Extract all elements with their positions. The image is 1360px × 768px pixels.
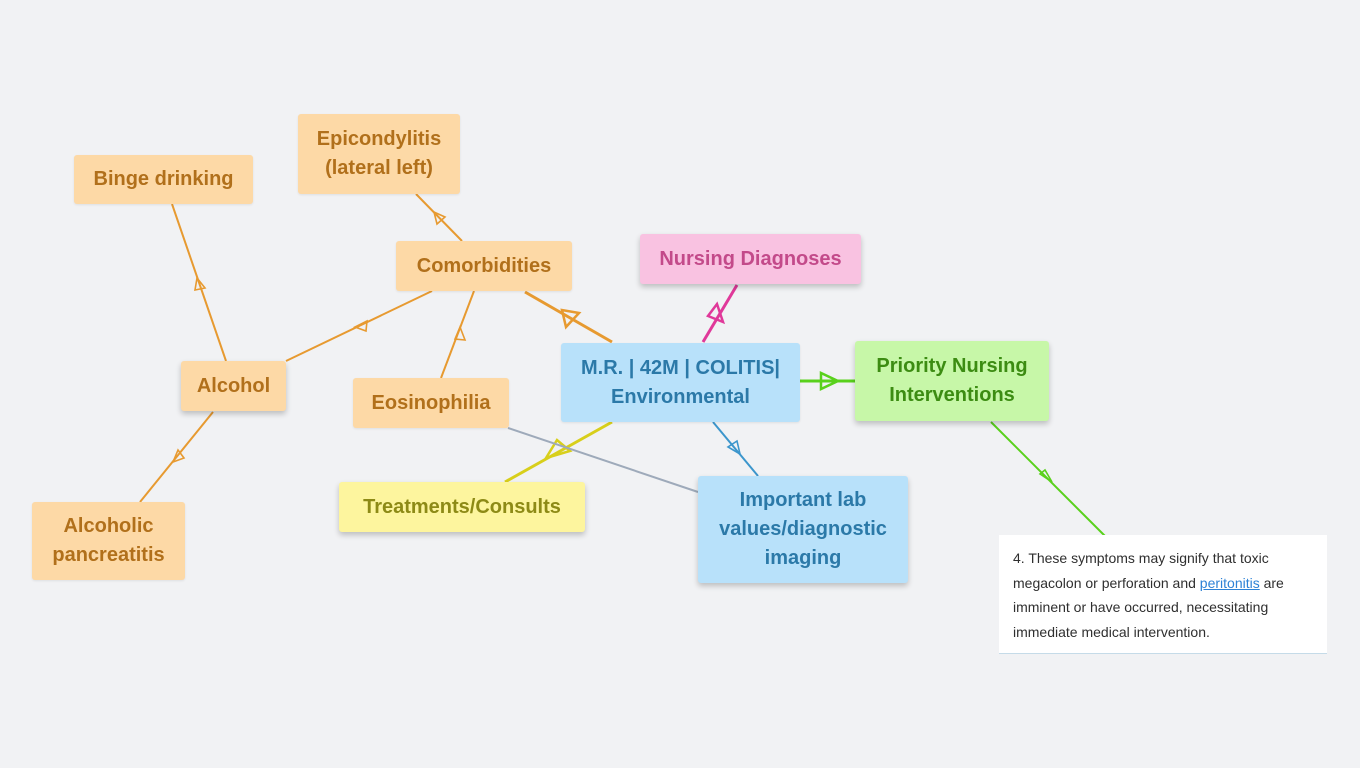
arrow-central-priority <box>819 371 841 391</box>
arrow-central-treatments <box>543 438 573 461</box>
edge-alcohol-pancreatitis <box>139 411 214 503</box>
edge-comorbidities-epicondylitis <box>415 193 463 242</box>
arrow-comorbidities-epicondylitis <box>432 210 447 226</box>
node-nursing-diagnoses[interactable]: Nursing Diagnoses <box>640 234 861 284</box>
node-epicondylitis[interactable]: Epicondylitis (lateral left) <box>298 114 460 194</box>
arrow-alcohol-binge-drinking <box>194 276 207 292</box>
arrow-central-lab-values <box>726 439 742 456</box>
node-alcohol[interactable]: Alcohol <box>181 361 286 411</box>
node-central-topic[interactable]: M.R. | 42M | COLITIS| Environmental <box>561 343 800 422</box>
note-text-end: are imminent or have occurred, necessita… <box>1013 574 1284 640</box>
node-lab-values[interactable]: Important lab values/diagnostic imaging <box>698 476 908 583</box>
node-comorbidities[interactable]: Comorbidities <box>396 241 572 291</box>
note-text-start: 4. These symptoms may signify that toxic… <box>1013 550 1269 591</box>
node-treatments-consults[interactable]: Treatments/Consults <box>339 482 585 532</box>
node-binge-drinking[interactable]: Binge drinking <box>74 155 253 204</box>
node-eosinophilia[interactable]: Eosinophilia <box>353 378 509 428</box>
edge-eosinophilia-lab-values <box>507 427 699 493</box>
arrow-alcohol-pancreatitis <box>171 448 186 464</box>
edge-central-comorbidities <box>524 290 613 344</box>
arrow-central-comorbidities <box>560 308 582 330</box>
arrow-priority-note <box>1038 468 1053 483</box>
node-priority-interventions[interactable]: Priority Nursing Interventions <box>855 341 1049 421</box>
edge-alcohol-binge-drinking <box>171 203 227 362</box>
peritonitis-link[interactable]: peritonitis <box>1199 574 1260 591</box>
node-alcoholic-pancreatitis[interactable]: Alcoholic pancreatitis <box>32 502 185 580</box>
arrow-central-nursing-diagnoses <box>706 301 726 325</box>
arrow-comorbidities-alcohol <box>352 319 368 333</box>
arrow-comorbidities-eosinophilia <box>453 324 467 341</box>
edge-central-lab-values <box>712 421 759 477</box>
edge-comorbidities-alcohol <box>285 290 433 362</box>
note-card[interactable]: 4. These symptoms may signify that toxic… <box>999 535 1327 654</box>
edge-central-treatments <box>504 420 613 484</box>
